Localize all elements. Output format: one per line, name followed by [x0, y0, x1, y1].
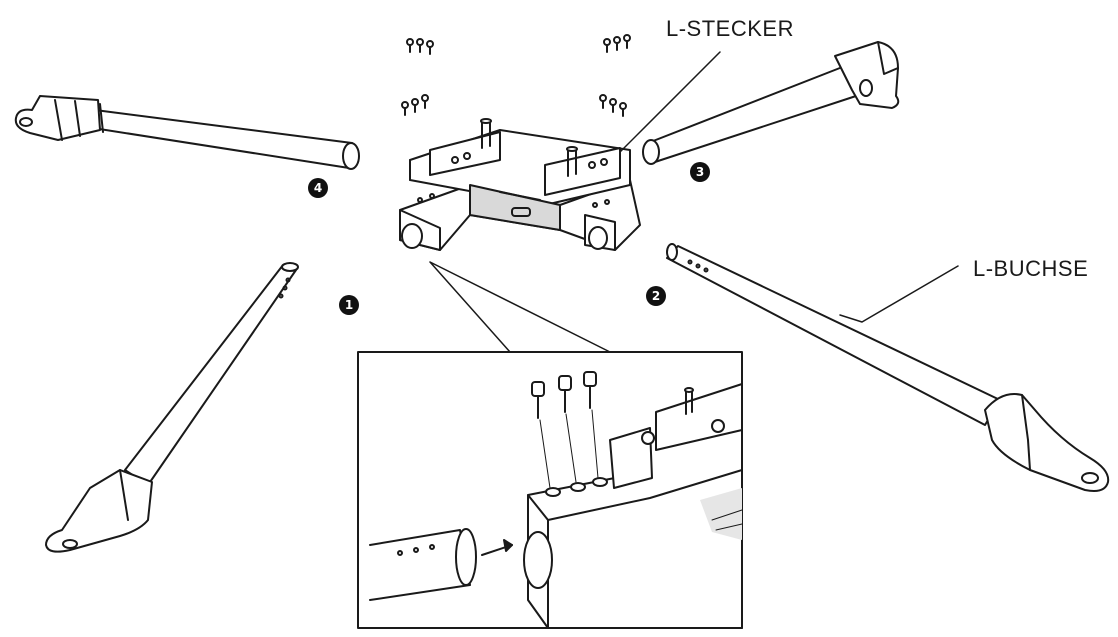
inset-connector [429, 261, 611, 353]
step-badge-3: 3 [690, 162, 710, 182]
arm-2 [666, 243, 1110, 492]
step-number-3: 3 [696, 165, 704, 179]
l-stecker-leader [619, 51, 721, 153]
center-hub [399, 118, 641, 251]
step-number-1: 1 [345, 298, 353, 312]
step-number-2: 2 [652, 289, 660, 303]
label-l-stecker: L-STECKER [666, 16, 794, 41]
arm-1 [45, 262, 299, 553]
step-badge-4: 4 [308, 178, 328, 198]
step-badge-1: 1 [339, 295, 359, 315]
step-number-4: 4 [314, 181, 322, 195]
arm-4 [14, 95, 360, 170]
screw-group-hub [401, 34, 631, 117]
arm-3 [642, 41, 900, 165]
label-l-buchse: L-BUCHSE [973, 256, 1088, 281]
step-badge-2: 2 [646, 286, 666, 306]
l-buchse-leader [839, 265, 959, 323]
detail-inset-content [369, 371, 743, 629]
